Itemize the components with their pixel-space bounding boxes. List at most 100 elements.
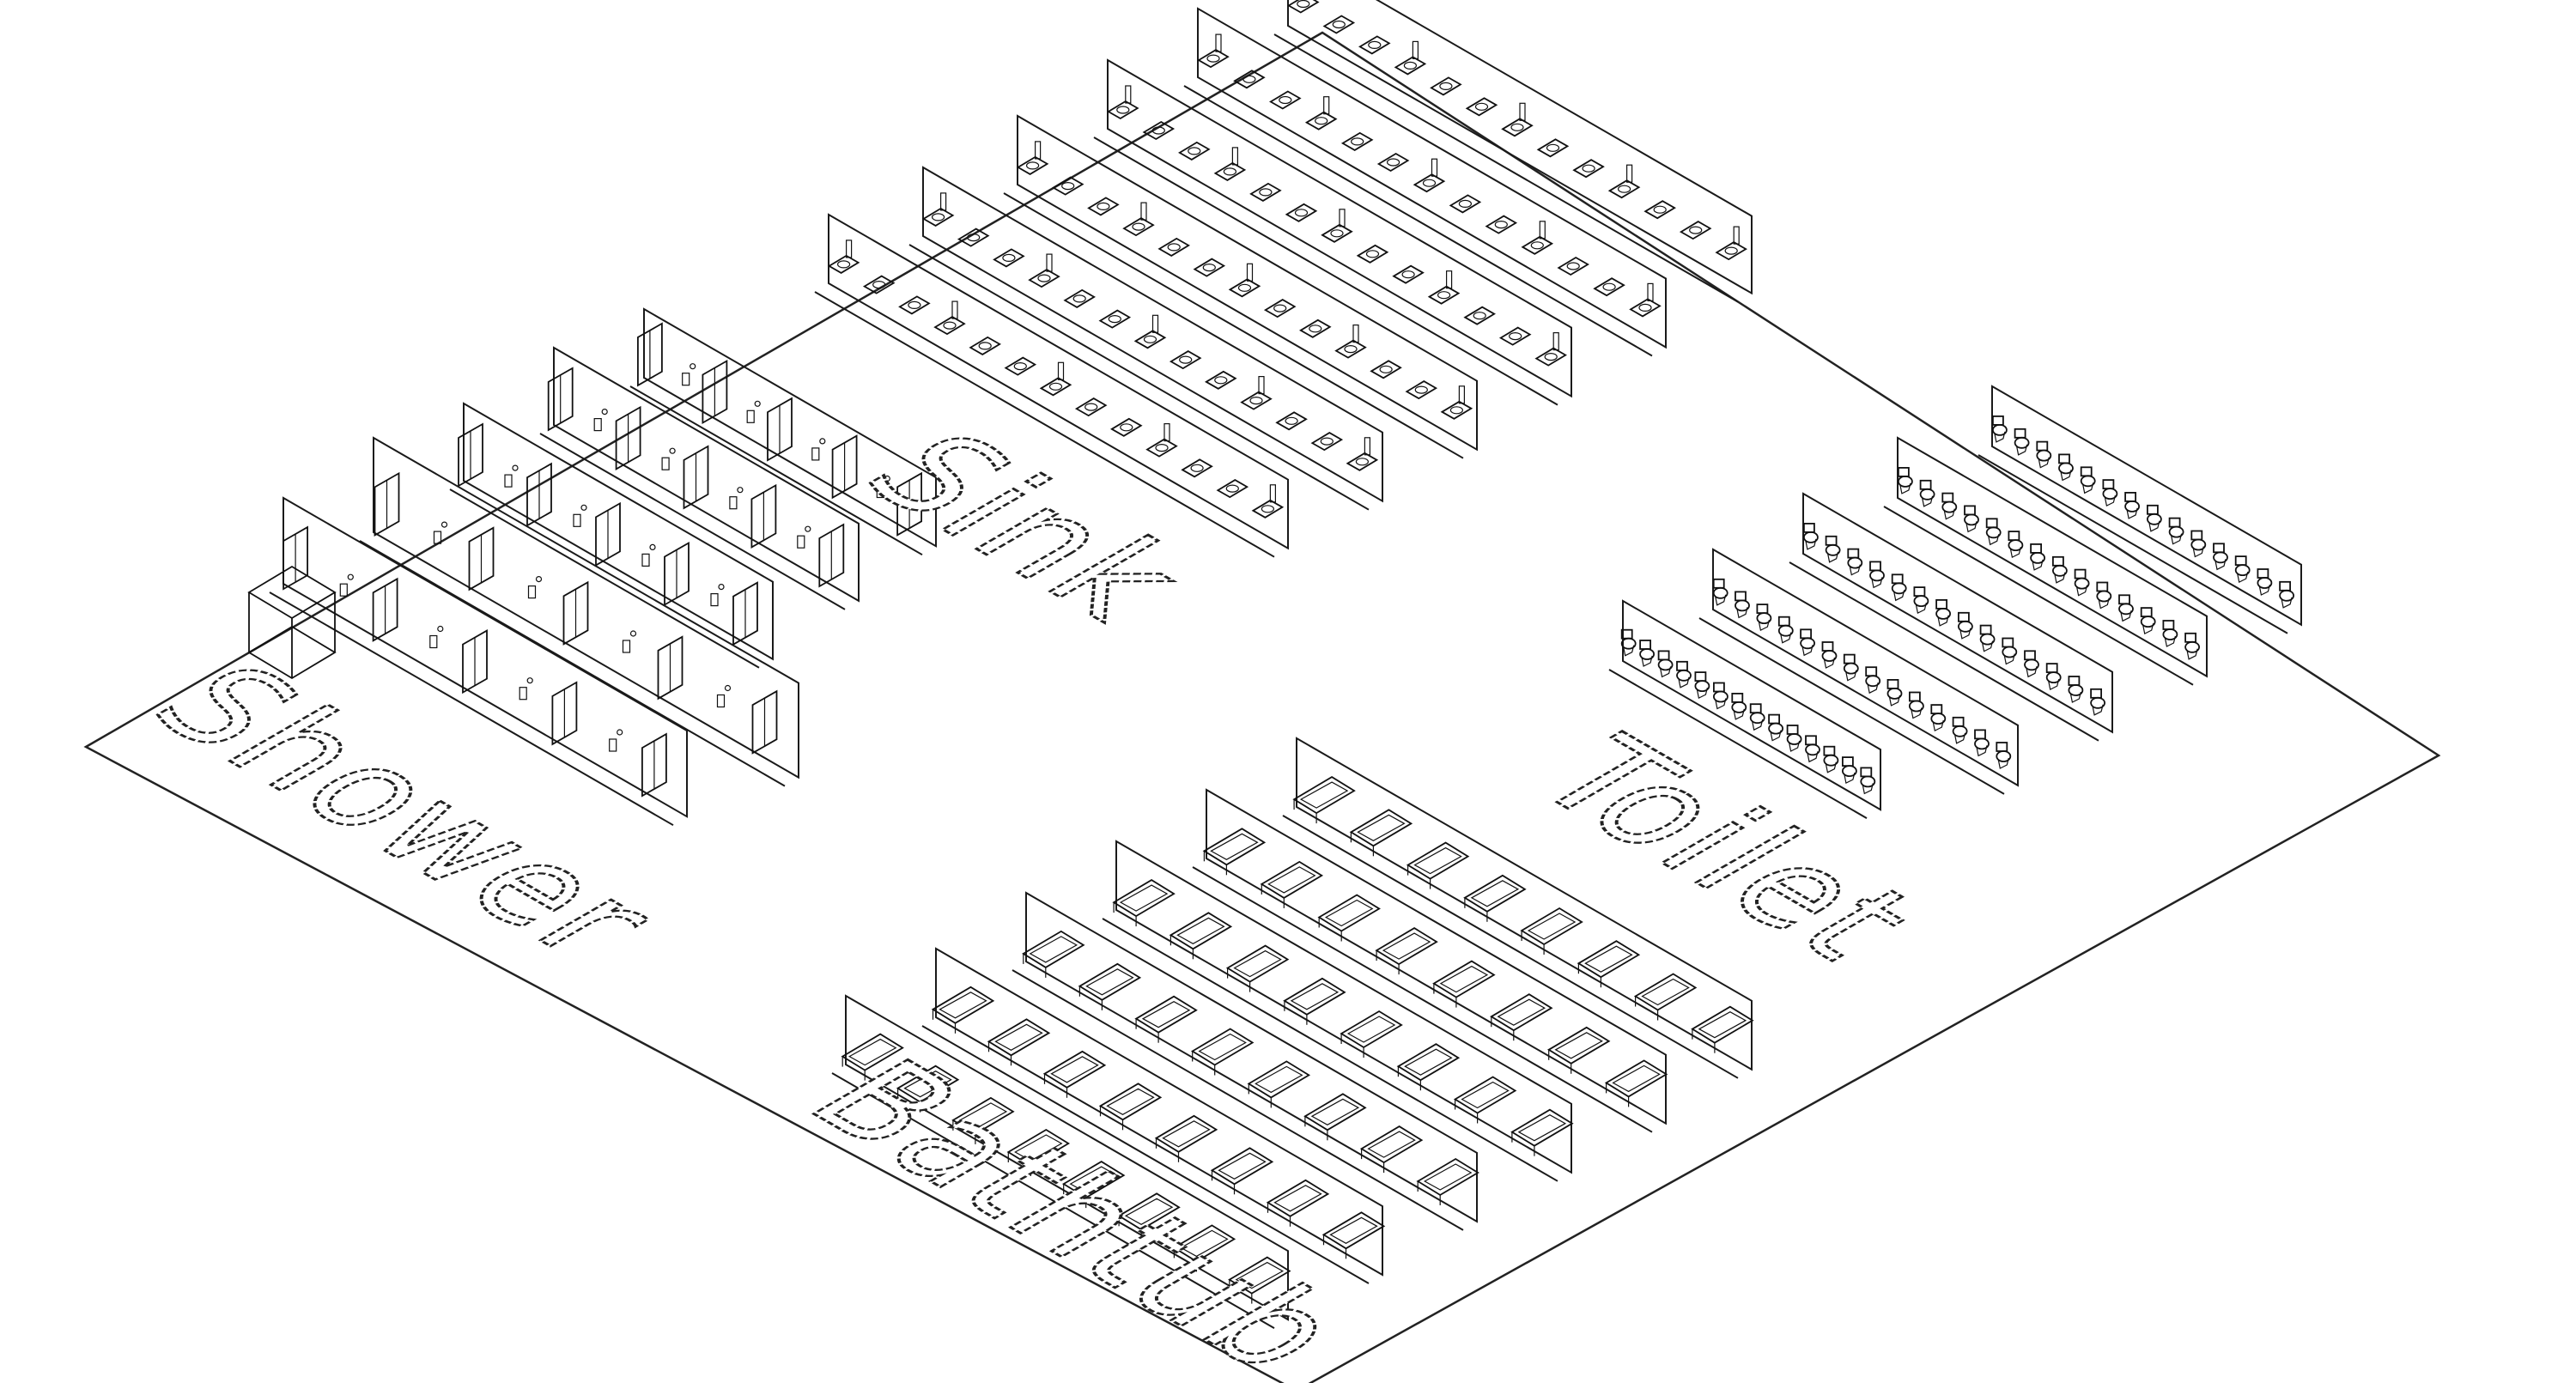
shower-item	[716, 684, 732, 708]
toilet-item	[1777, 616, 1794, 644]
sink-item	[1133, 314, 1167, 349]
toilet-item	[1821, 641, 1838, 669]
toilet-item	[1800, 628, 1816, 657]
toilet-item	[2184, 632, 2201, 660]
bathtub-item	[1225, 944, 1290, 992]
bathtub-item	[1042, 1050, 1107, 1098]
shower-item	[519, 677, 533, 701]
sink-item	[1536, 138, 1570, 158]
bathtub-item	[1321, 1211, 1386, 1259]
toilet-item	[2257, 568, 2273, 596]
toilet-item	[1996, 742, 2012, 769]
toilet-item	[1825, 535, 1841, 563]
toilet-item	[2051, 555, 2068, 584]
bathtub-item	[1006, 1128, 1071, 1176]
bathtub-item	[1260, 860, 1324, 908]
floor-plane	[83, 31, 2441, 1383]
toilet-item	[1935, 599, 1952, 627]
shower-item	[641, 543, 656, 567]
bathtub-item	[1172, 1224, 1236, 1272]
shower-item	[811, 438, 826, 461]
sink-row	[908, 166, 1383, 511]
bathtub-item	[1154, 1114, 1218, 1162]
toilet-item	[2168, 517, 2184, 545]
shower-item	[504, 464, 519, 488]
shower-row	[449, 402, 774, 669]
bathtub-item	[1406, 841, 1470, 889]
toilet-item	[2024, 650, 2039, 678]
shower-item	[458, 422, 483, 488]
toilet-fixture-rows	[1608, 385, 2302, 819]
shower-item	[622, 630, 637, 653]
shower-item	[641, 732, 667, 798]
sink-item	[827, 240, 860, 274]
toilet-item	[1620, 628, 1637, 657]
toilet-item	[2124, 492, 2141, 519]
shower-item	[661, 447, 676, 470]
shower-item	[372, 577, 398, 642]
shower-item	[746, 400, 761, 423]
shower-item	[551, 681, 578, 746]
sink-item	[921, 192, 955, 227]
sink-item	[1233, 70, 1266, 89]
sink-item	[1463, 306, 1496, 325]
bathtub-item	[1577, 940, 1641, 988]
toilet-item	[1731, 693, 1747, 720]
toilet-item	[1952, 716, 1968, 744]
bathtub-item	[1303, 1093, 1367, 1141]
sink-item	[1340, 131, 1374, 151]
toilet-item	[2008, 531, 2024, 558]
shower-item	[664, 541, 690, 607]
sink-item	[1063, 288, 1096, 308]
sink-item	[862, 275, 896, 294]
sink-item	[1427, 270, 1461, 305]
bathtub-item	[1247, 1060, 1311, 1108]
sink-item	[1004, 356, 1037, 376]
toilet-item	[2045, 663, 2062, 690]
toilet-item	[1786, 725, 1802, 752]
toilet-item	[1991, 415, 2008, 443]
toilet-item	[2162, 620, 2178, 647]
toilet-item	[1676, 660, 1692, 688]
sink-item	[1249, 182, 1282, 202]
sink-item	[1193, 258, 1226, 277]
toilet-item	[1694, 671, 1710, 699]
toilet-item	[1908, 691, 1924, 719]
bathtub-item	[1210, 1147, 1274, 1195]
shower-item	[526, 462, 552, 527]
toilet-item	[2014, 428, 2030, 456]
toilet-item	[1843, 653, 1859, 682]
bathtub-fixture-rows	[831, 737, 1754, 1330]
sink-item	[1370, 360, 1402, 379]
sink-item	[1498, 326, 1532, 346]
toilet-item	[1886, 679, 1903, 707]
shower-item	[527, 575, 543, 599]
sink-item	[1028, 253, 1060, 288]
toilet-item	[1974, 729, 1990, 757]
bathtub-item	[1633, 973, 1698, 1021]
toilet-item	[1979, 624, 1996, 652]
bathtub-item	[951, 1096, 1015, 1144]
bathtub-row	[1282, 737, 1754, 1079]
sink-item	[1287, 0, 1320, 14]
toilet-row	[1698, 548, 2019, 795]
sink-row	[1183, 7, 1667, 357]
toilet-item	[2234, 555, 2251, 583]
sink-item	[1087, 197, 1120, 216]
toilet-item	[1941, 492, 1958, 520]
sink-item	[1593, 277, 1625, 297]
toilet-item	[1802, 523, 1819, 550]
sink-item	[1216, 479, 1249, 499]
sink-item	[1629, 282, 1662, 318]
shower-fixture-rows	[247, 307, 937, 827]
toilet-item	[1823, 745, 1839, 773]
sink-item	[1263, 299, 1297, 318]
shower-item	[682, 363, 696, 386]
bathtub-item	[1317, 894, 1381, 942]
bathtub-item	[1691, 1005, 1754, 1053]
toilet-item	[1657, 650, 1674, 678]
bathtub-item	[1520, 907, 1583, 955]
toilet-item	[2074, 568, 2090, 597]
shower-item	[683, 445, 709, 510]
